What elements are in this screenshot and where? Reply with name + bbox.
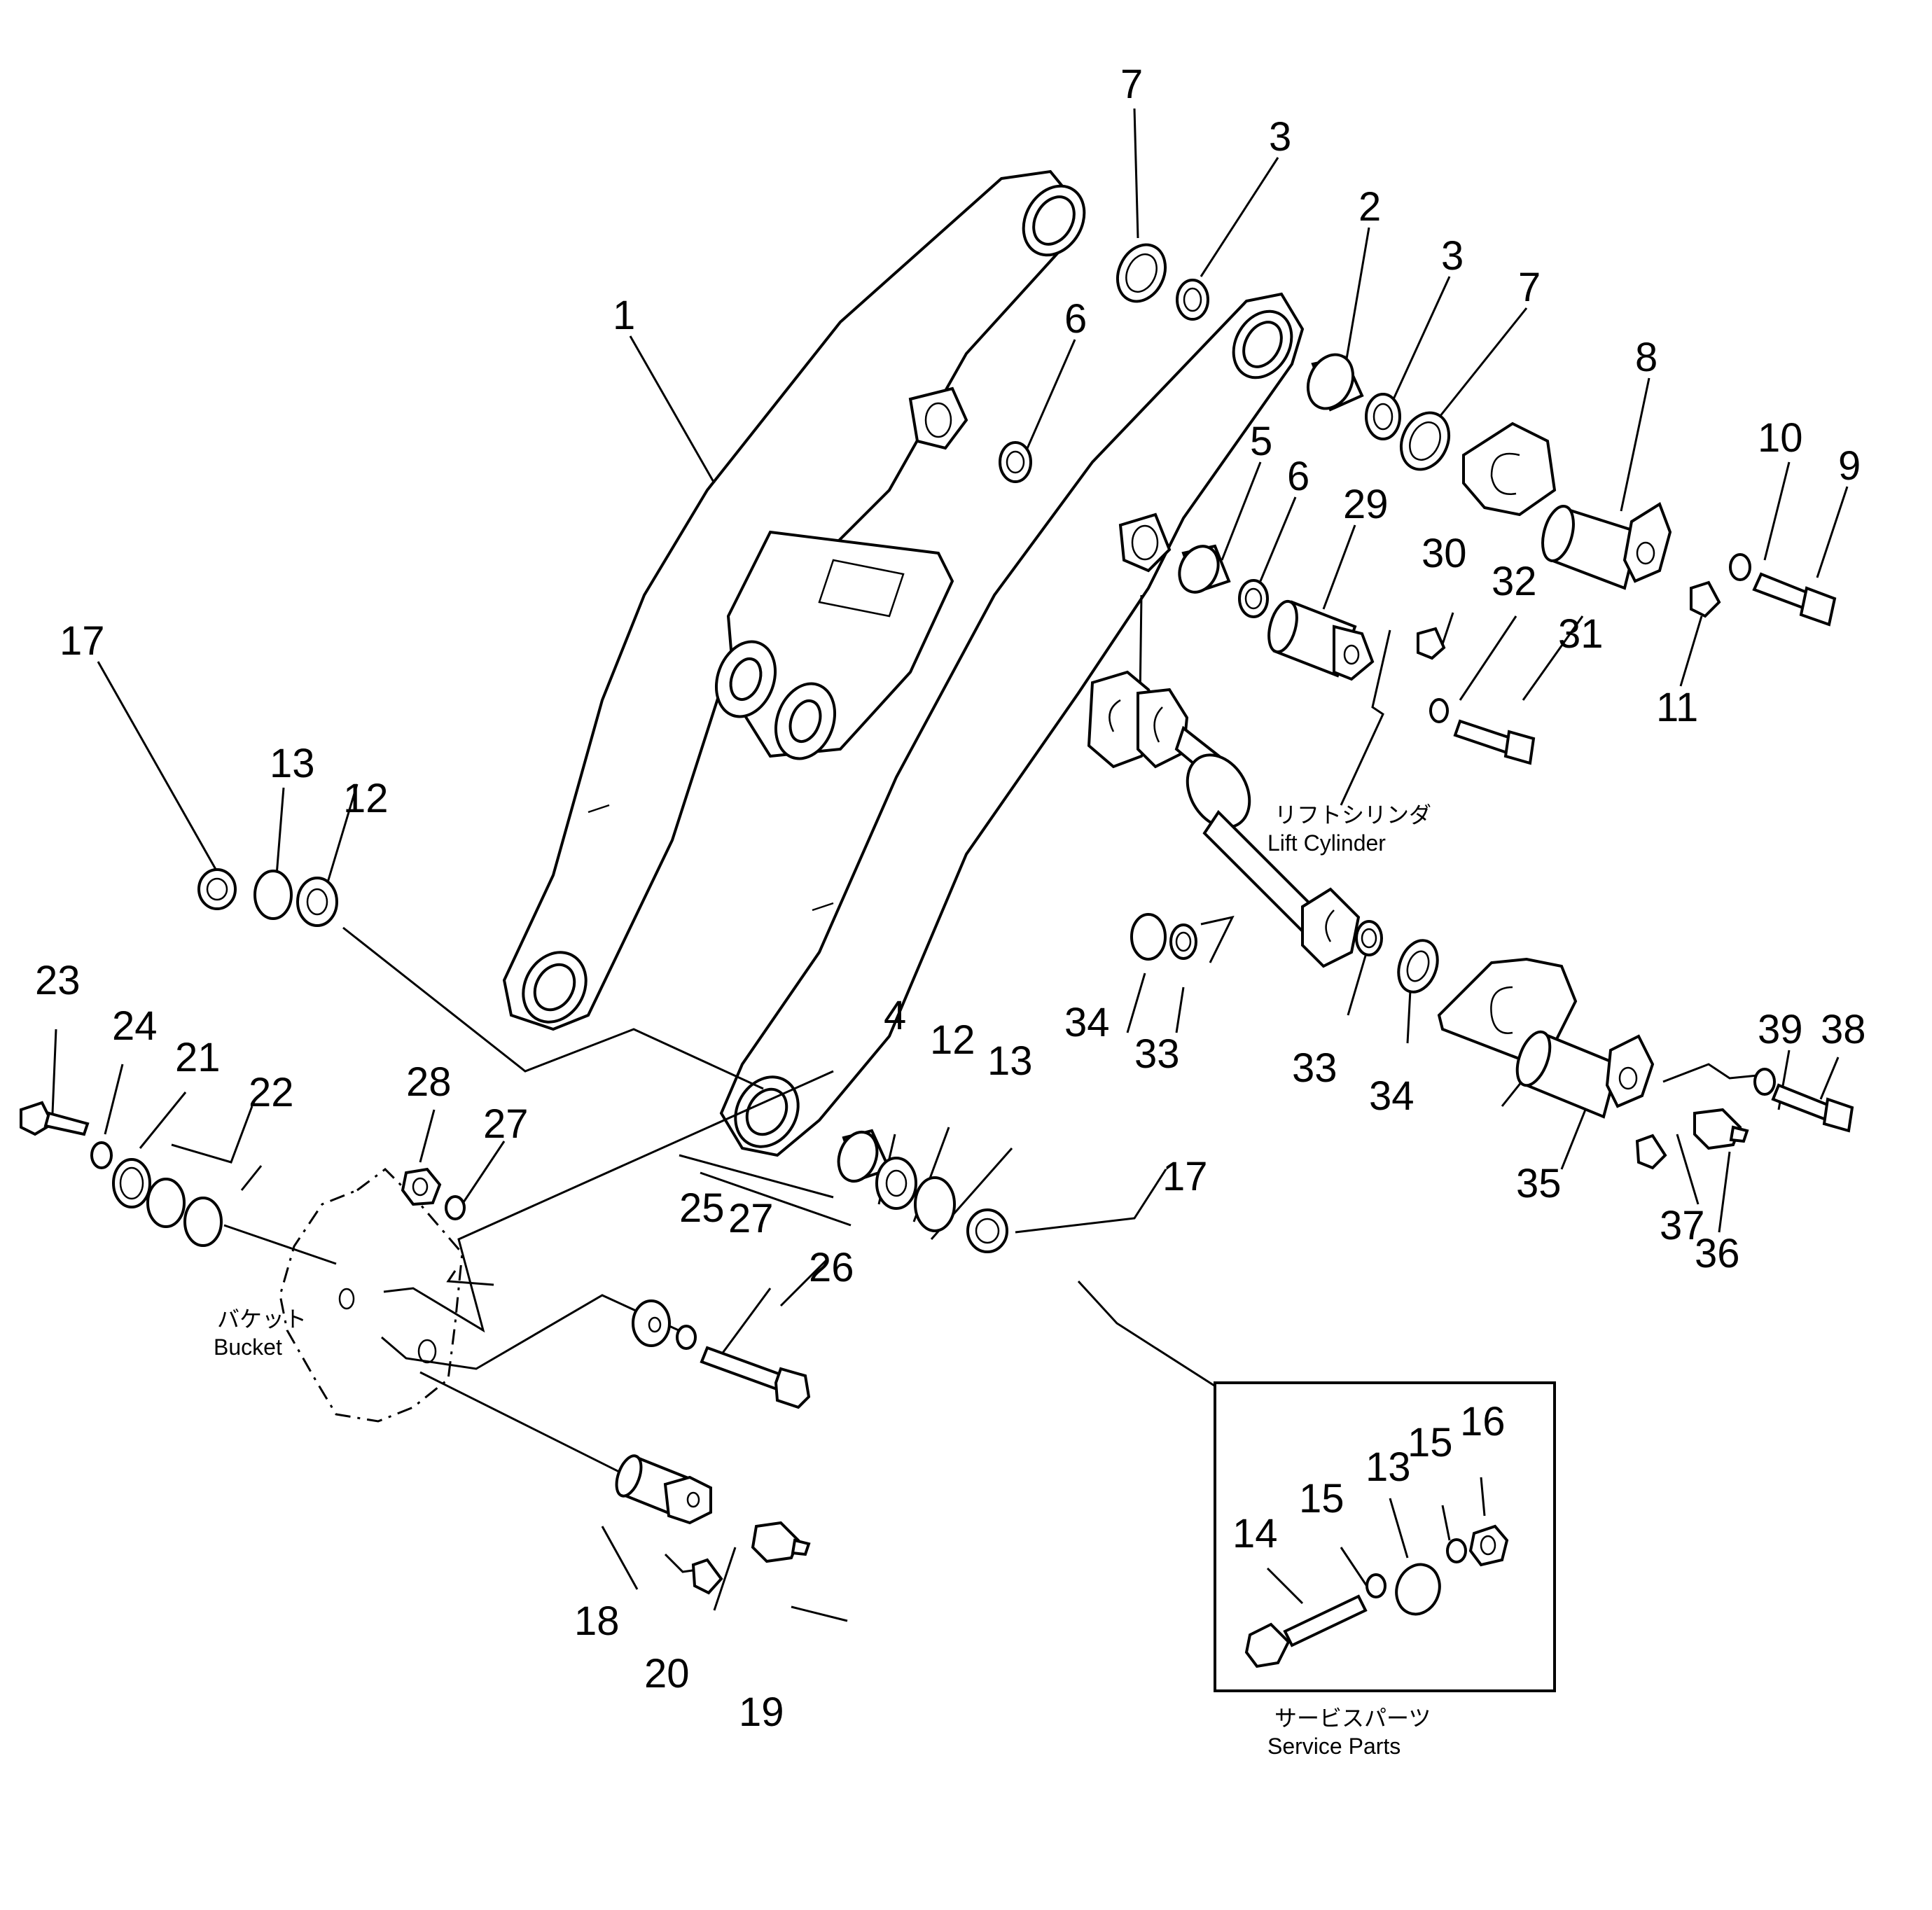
callout-13: 13 bbox=[270, 741, 315, 786]
callout-21: 21 bbox=[175, 1035, 221, 1080]
callout-30: 30 bbox=[1422, 531, 1467, 576]
bucket-outline bbox=[279, 1168, 464, 1423]
service-parts-label-jp: サービスパーツ bbox=[1274, 1706, 1431, 1731]
callout-13: 13 bbox=[987, 1038, 1033, 1084]
callout-24: 24 bbox=[112, 1003, 158, 1049]
callout-32: 32 bbox=[1492, 559, 1537, 604]
lift-arm bbox=[502, 169, 1305, 1157]
callout-34: 34 bbox=[1064, 1000, 1110, 1045]
lift-cylinder-label-en: Lift Cylinder bbox=[1267, 830, 1386, 856]
callout-9: 9 bbox=[1838, 443, 1861, 489]
callout-18: 18 bbox=[574, 1598, 620, 1644]
callout-10: 10 bbox=[1758, 415, 1803, 461]
callout-34: 34 bbox=[1369, 1073, 1415, 1119]
callout-33: 33 bbox=[1134, 1031, 1180, 1077]
callout-6: 6 bbox=[1287, 454, 1309, 499]
service-callout-16: 16 bbox=[1460, 1399, 1506, 1444]
bucket-label-jp: バケット bbox=[217, 1306, 307, 1332]
callout-8: 8 bbox=[1635, 335, 1658, 380]
callout-7: 7 bbox=[1518, 265, 1541, 310]
callout-33: 33 bbox=[1292, 1045, 1337, 1091]
callout-20: 20 bbox=[644, 1651, 690, 1696]
callout-2: 2 bbox=[1358, 184, 1381, 230]
callout-7: 7 bbox=[1120, 62, 1143, 107]
callout-3: 3 bbox=[1269, 114, 1291, 160]
service-callout-14: 14 bbox=[1232, 1511, 1278, 1556]
callout-23: 23 bbox=[35, 958, 81, 1003]
service-callout-15: 15 bbox=[1299, 1476, 1344, 1521]
parts-left bbox=[20, 868, 338, 1247]
service-callout-15: 15 bbox=[1408, 1420, 1453, 1465]
callout-31: 31 bbox=[1558, 611, 1604, 657]
leader-lines bbox=[51, 108, 1849, 1622]
callout-27: 27 bbox=[483, 1101, 529, 1147]
callout-17: 17 bbox=[60, 618, 105, 664]
parts-center bbox=[401, 1129, 1008, 1595]
service-parts-box bbox=[1214, 1381, 1556, 1692]
callout-28: 28 bbox=[406, 1059, 452, 1105]
callout-26: 26 bbox=[809, 1245, 854, 1290]
callout-39: 39 bbox=[1758, 1007, 1803, 1052]
callout-25: 25 bbox=[679, 1185, 725, 1231]
annotations: リフトシリンダ Lift Cylinder バケット Bucket サービスパー… bbox=[214, 802, 1431, 1759]
callout-11: 11 bbox=[1656, 685, 1698, 730]
lift-cylinder bbox=[1087, 670, 1439, 994]
parts-upper bbox=[999, 243, 1837, 765]
service-callout-13: 13 bbox=[1365, 1444, 1411, 1490]
callout-labels: 7 3 2 3 7 1 6 8 10 9 5 6 29 30 32 31 11 … bbox=[35, 62, 1866, 1735]
callout-29: 29 bbox=[1343, 482, 1389, 527]
callout-35: 35 bbox=[1516, 1161, 1562, 1206]
callout-3: 3 bbox=[1441, 233, 1464, 279]
service-parts-label-en: Service Parts bbox=[1267, 1734, 1401, 1759]
lift-cylinder-label-jp: リフトシリンダ bbox=[1274, 802, 1431, 828]
callout-1: 1 bbox=[613, 293, 635, 338]
bucket-label-en: Bucket bbox=[214, 1334, 282, 1360]
callout-22: 22 bbox=[249, 1070, 294, 1115]
callout-19: 19 bbox=[739, 1689, 784, 1735]
callout-38: 38 bbox=[1821, 1007, 1866, 1052]
parts-right-lower bbox=[1437, 957, 1854, 1170]
callout-6: 6 bbox=[1064, 296, 1087, 342]
callout-36: 36 bbox=[1695, 1231, 1740, 1276]
callout-4: 4 bbox=[884, 993, 906, 1038]
callout-17: 17 bbox=[1162, 1154, 1208, 1199]
callout-12: 12 bbox=[343, 776, 389, 821]
callout-27: 27 bbox=[728, 1196, 774, 1241]
callout-37: 37 bbox=[1660, 1203, 1705, 1248]
callout-5: 5 bbox=[1250, 419, 1272, 464]
callout-12: 12 bbox=[930, 1017, 975, 1063]
